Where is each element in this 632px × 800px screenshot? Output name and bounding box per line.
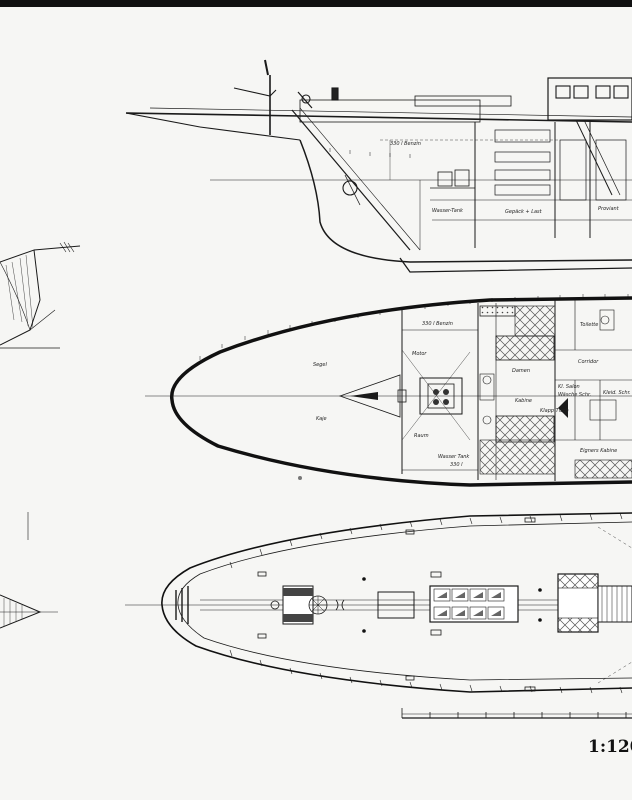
profile-water-label: Wasser-Tank xyxy=(432,208,464,214)
flag-icon xyxy=(264,59,269,76)
profile-labels: 330 l Benzin Wasser-Tank Gepäck + Last P… xyxy=(390,141,620,215)
profile-hull-outline xyxy=(299,139,632,263)
label-water-tank: Wasser Tank xyxy=(438,454,470,460)
label-linen-locker: Wäsche Schr. xyxy=(558,392,591,398)
bunk-lower xyxy=(495,415,555,443)
label-corridor: Corridor xyxy=(578,359,599,365)
toilet-fixture xyxy=(599,309,615,331)
left-stern-section-fragment xyxy=(0,512,58,629)
label-wardrobe: Kleid. Schr. xyxy=(603,390,631,396)
deckhouse xyxy=(547,77,632,121)
left-bow-section-fragment xyxy=(0,241,81,349)
label-engine: Motor xyxy=(412,351,427,357)
label-cabin: Kabine xyxy=(515,398,532,404)
scale-bar: 1:120 xyxy=(401,708,632,757)
bunk-upper xyxy=(495,335,555,361)
sheet-top-border xyxy=(0,0,632,7)
plan-hull-outline xyxy=(170,296,632,487)
skylight xyxy=(429,585,519,623)
accommodation-plan-view xyxy=(145,294,632,487)
label-crew-berth: Kaje xyxy=(316,416,327,422)
profile-tank-label: 330 l Benzin xyxy=(390,141,421,147)
label-small-salon: Kl. Salon xyxy=(558,384,580,390)
label-engine-room: Raum xyxy=(414,433,429,439)
label-owner-cabin: Eigners Kabine xyxy=(580,448,617,454)
label-water-volume: 330 l xyxy=(450,462,463,468)
label-ladies: Damen xyxy=(512,368,530,374)
keel-line xyxy=(399,257,632,273)
plan-tank-label: 330 l Benzin xyxy=(422,321,453,327)
deck-sheer-line xyxy=(125,112,632,123)
accommodation-labels: 330 l Benzin Segel Kaje Motor Raum Wasse… xyxy=(313,321,631,468)
profile-provisions-label: Proviant xyxy=(598,206,620,212)
engine-block xyxy=(419,377,463,415)
ship-profile-view xyxy=(125,59,632,273)
anchor-winch-icon xyxy=(342,180,358,196)
profile-ballast-label: Gepäck + Last xyxy=(505,209,543,215)
deck-plan-view xyxy=(125,512,632,694)
label-sail-locker: Segel xyxy=(313,362,328,368)
label-folding-table: Klapp Tisch xyxy=(540,408,569,414)
scale-label: 1:120 xyxy=(588,737,632,757)
label-toilet: Toilette xyxy=(580,322,598,328)
